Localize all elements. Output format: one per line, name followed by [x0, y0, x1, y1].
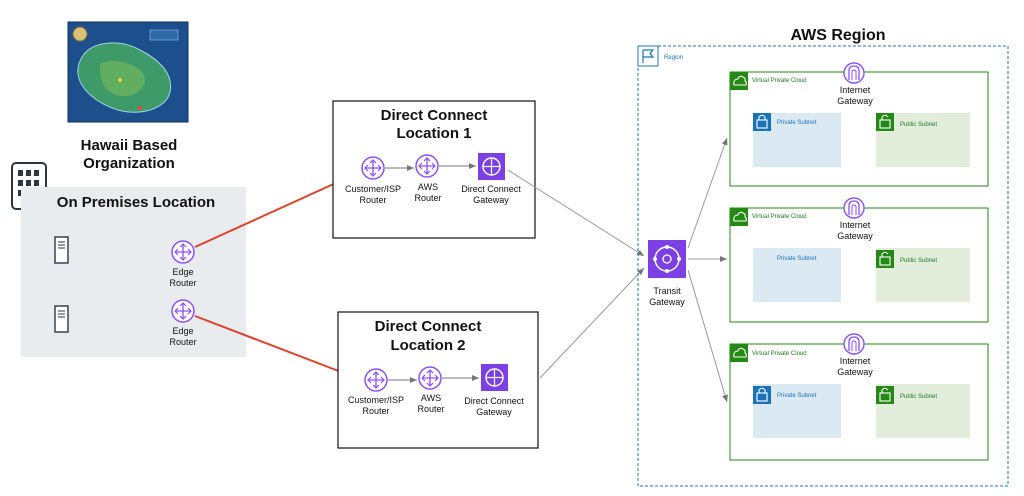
region-label: Region — [664, 55, 683, 61]
aws-router-icon — [415, 154, 439, 178]
edge-router-1-line1: Edge — [172, 267, 193, 277]
transit-gateway-line1: Transit — [653, 286, 681, 296]
public-subnet-label: Public Subnet — [900, 394, 937, 400]
dc1-customer-router-line1: Customer/ISP — [345, 184, 401, 194]
customer-router-icon — [364, 368, 388, 392]
edge-router-icon — [171, 240, 195, 264]
transit-gateway-icon — [648, 240, 686, 278]
server-icon — [54, 236, 69, 264]
public-subnet-lock-icon — [876, 250, 894, 268]
private-subnet-label: Private Subnet — [777, 393, 817, 399]
red-link-2 — [194, 315, 363, 381]
dc1-aws-router-line1: AWS — [418, 182, 438, 192]
dc2-title-line2: Location 2 — [390, 337, 465, 354]
edge-router-1-line2: Router — [169, 278, 196, 288]
private-subnet-lock-icon — [753, 386, 771, 404]
igw-line1: Internet — [840, 85, 871, 95]
vpc-1: Virtual Private Cloud Internet Gateway P… — [729, 62, 989, 187]
public-subnet-label: Public Subnet — [900, 258, 937, 264]
vpc-cloud-icon — [730, 208, 748, 226]
transit-gateway-line2: Gateway — [649, 297, 685, 307]
dc2-gateway-line1: Direct Connect — [464, 396, 524, 406]
public-subnet-label: Public Subnet — [900, 122, 937, 128]
public-subnet-lock-icon — [876, 113, 894, 131]
edge-router-2-line2: Router — [169, 337, 196, 347]
dc2-customer-router-line2: Router — [362, 406, 389, 416]
internet-gateway-icon — [843, 62, 865, 84]
hawaii-map-image — [67, 21, 189, 123]
link-dc1-to-transit — [507, 169, 645, 257]
link-transit-to-vpc-1 — [687, 137, 728, 249]
customer-router-icon — [361, 156, 385, 180]
private-subnet — [753, 248, 841, 302]
aws-router-icon — [418, 366, 442, 390]
igw-line2: Gateway — [837, 96, 873, 106]
vpc-label: Virtual Private Cloud — [752, 351, 807, 357]
dc1-gateway-line1: Direct Connect — [461, 184, 521, 194]
edge-router-2-line1: Edge — [172, 326, 193, 336]
igw-line1: Internet — [840, 220, 871, 230]
dc1-gateway-line2: Gateway — [473, 195, 509, 205]
private-subnet-label: Private Subnet — [777, 120, 817, 126]
internet-gateway-icon — [843, 333, 865, 355]
region-flag-icon — [637, 45, 659, 67]
private-subnet-label: Private Subnet — [777, 256, 817, 262]
vpc-cloud-icon — [730, 344, 748, 362]
direct-connect-gateway-icon — [481, 364, 508, 391]
dc2-aws-router-line1: AWS — [421, 393, 441, 403]
dc1-aws-router-line2: Router — [414, 193, 441, 203]
vpc-label: Virtual Private Cloud — [752, 214, 807, 220]
dc2-customer-router-line1: Customer/ISP — [348, 395, 404, 405]
vpc-cloud-icon — [730, 72, 748, 90]
dc2-title-line1: Direct Connect — [375, 318, 482, 335]
direct-connect-gateway-icon — [478, 153, 505, 180]
igw-line2: Gateway — [837, 367, 873, 377]
dc2-gateway-line2: Gateway — [476, 407, 512, 417]
aws-region-box — [637, 45, 1009, 487]
igw-line2: Gateway — [837, 231, 873, 241]
server-icon — [54, 305, 69, 333]
private-subnet-lock-icon — [753, 113, 771, 131]
org-label-line2: Organization — [83, 155, 175, 172]
on-premises-title: On Premises Location — [57, 194, 215, 211]
dc2-aws-router-line2: Router — [417, 404, 444, 414]
dc1-title-line1: Direct Connect — [381, 107, 488, 124]
edge-router-icon — [171, 299, 195, 323]
vpc-label: Virtual Private Cloud — [752, 78, 807, 84]
igw-line1: Internet — [840, 356, 871, 366]
org-label-line1: Hawaii Based — [81, 137, 178, 154]
dc1-customer-router-line2: Router — [359, 195, 386, 205]
vpc-2: Virtual Private Cloud Internet Gateway P… — [729, 197, 989, 323]
public-subnet-lock-icon — [876, 386, 894, 404]
aws-region-title: AWS Region — [790, 27, 885, 44]
vpc-3: Virtual Private Cloud Internet Gateway P… — [729, 333, 989, 461]
internet-gateway-icon — [843, 197, 865, 219]
link-dc2-to-transit — [539, 267, 645, 379]
link-transit-to-vpc-3 — [687, 269, 728, 403]
dc1-title-line2: Location 1 — [396, 125, 471, 142]
